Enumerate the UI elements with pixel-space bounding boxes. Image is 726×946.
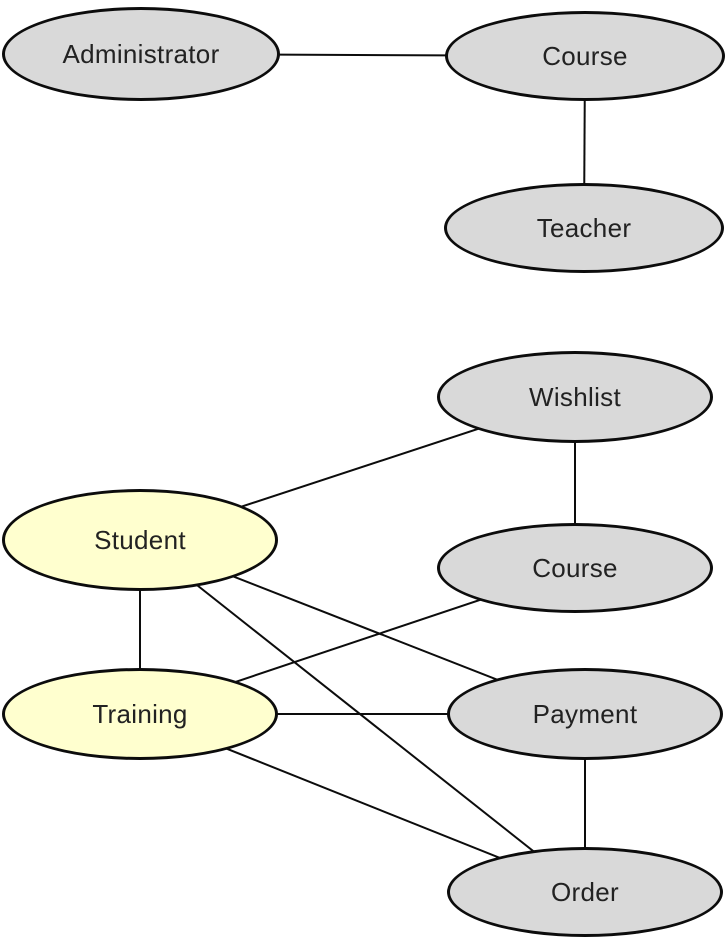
node-teacher[interactable]: Teacher [444, 183, 724, 273]
node-training[interactable]: Training [2, 668, 278, 760]
node-label: Course [532, 552, 618, 583]
node-course-top[interactable]: Course [445, 11, 725, 101]
node-wishlist[interactable]: Wishlist [437, 351, 713, 443]
node-label: Payment [532, 698, 638, 729]
node-student[interactable]: Student [2, 489, 278, 591]
node-label: Course [542, 40, 628, 71]
node-administrator[interactable]: Administrator [2, 7, 280, 101]
node-label: Wishlist [529, 381, 621, 412]
edge-student-order [139, 539, 586, 893]
node-label: Order [551, 876, 619, 907]
node-course-bottom[interactable]: Course [437, 523, 713, 613]
node-order[interactable]: Order [447, 847, 723, 937]
node-label: Teacher [536, 212, 632, 243]
node-payment[interactable]: Payment [447, 668, 723, 760]
node-label: Training [92, 698, 188, 729]
node-label: Student [94, 524, 186, 555]
node-label: Administrator [62, 38, 220, 69]
